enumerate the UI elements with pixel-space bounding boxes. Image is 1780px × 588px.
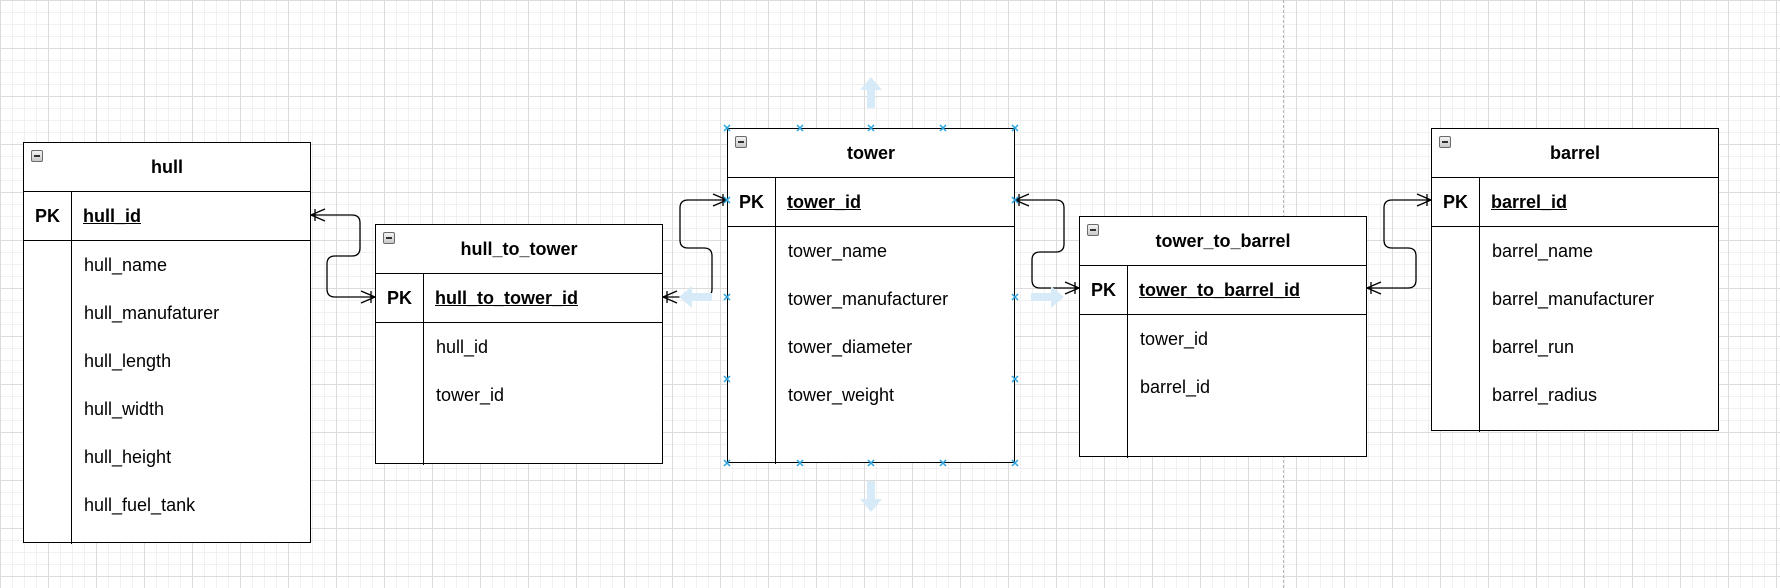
- pk-field-name: tower_id: [787, 191, 862, 212]
- crows-foot-marker: [662, 290, 678, 304]
- entity-tower-to-barrel[interactable]: tower_to_barrel PK tower_to_barrel_id to…: [1079, 216, 1367, 458]
- attribute-list: tower_id barrel_id: [1080, 315, 1366, 458]
- pk-field-name: hull_to_tower_id: [435, 287, 579, 308]
- pk-label: PK: [1080, 266, 1128, 314]
- pk-field-name: tower_to_barrel_id: [1139, 279, 1301, 300]
- entity-header[interactable]: hull: [24, 143, 310, 192]
- pk-label: PK: [1432, 178, 1480, 226]
- selection-handles: [723, 124, 1019, 467]
- attribute-row[interactable]: barrel_manufacturer: [1492, 289, 1655, 309]
- relationship-connector[interactable]: [311, 214, 375, 298]
- pk-field-name: hull_id: [83, 205, 141, 226]
- crows-foot-marker: [310, 208, 326, 222]
- primary-key-row[interactable]: PK hull_id: [24, 192, 310, 241]
- relationship-connector[interactable]: [1367, 199, 1431, 289]
- resize-handle[interactable]: [796, 459, 804, 467]
- resize-handle[interactable]: [939, 124, 947, 132]
- attribute-row[interactable]: barrel_run: [1492, 337, 1575, 357]
- connection-point[interactable]: [1011, 196, 1019, 204]
- hover-arrows: [679, 77, 1064, 512]
- attribute-row[interactable]: barrel_name: [1492, 241, 1594, 261]
- resize-handle[interactable]: [723, 459, 731, 467]
- attribute-row[interactable]: hull_name: [84, 255, 168, 275]
- crows-foot-marker: [1366, 281, 1382, 295]
- attribute-row[interactable]: tower_weight: [788, 385, 895, 405]
- connectors: [310, 193, 1432, 304]
- pk-field-name: barrel_id: [1491, 191, 1568, 212]
- primary-key-row[interactable]: PK hull_to_tower_id: [376, 274, 662, 323]
- resize-handle[interactable]: [939, 459, 947, 467]
- attribute-row[interactable]: hull_id: [436, 337, 489, 357]
- relationship-connector[interactable]: [663, 199, 727, 298]
- attribute-row[interactable]: tower_id: [1140, 329, 1209, 349]
- collapse-icon[interactable]: [735, 136, 747, 148]
- entity-title: tower_to_barrel: [1155, 230, 1291, 251]
- pk-label: PK: [376, 274, 424, 322]
- connection-point[interactable]: [723, 375, 731, 383]
- entity-title: hull: [151, 156, 183, 177]
- attribute-row[interactable]: tower_id: [436, 385, 505, 405]
- attribute-row[interactable]: hull_manufaturer: [84, 303, 220, 323]
- collapse-icon[interactable]: [1087, 224, 1099, 236]
- pk-label: PK: [728, 178, 776, 226]
- arrow-up-icon[interactable]: [860, 77, 882, 108]
- attribute-row[interactable]: tower_manufacturer: [788, 289, 949, 309]
- resize-handle[interactable]: [796, 124, 804, 132]
- collapse-icon[interactable]: [31, 150, 43, 162]
- connection-point[interactable]: [723, 196, 731, 204]
- collapse-icon[interactable]: [1439, 136, 1451, 148]
- entity-barrel[interactable]: barrel PK barrel_id barrel_name barrel_m…: [1431, 128, 1719, 432]
- entity-title: tower: [846, 142, 895, 163]
- attribute-list: hull_name hull_manufaturer hull_length h…: [24, 241, 310, 544]
- entity-hull[interactable]: hull PK hull_id hull_name hull_manufatur…: [23, 142, 311, 544]
- entity-hull-to-tower[interactable]: hull_to_tower PK hull_to_tower_id hull_i…: [375, 224, 663, 465]
- attribute-row[interactable]: hull_fuel_tank: [84, 495, 196, 515]
- entity-header[interactable]: tower: [728, 129, 1014, 178]
- entity-header[interactable]: barrel: [1432, 129, 1718, 178]
- resize-handle[interactable]: [1011, 124, 1019, 132]
- connection-point[interactable]: [1011, 375, 1019, 383]
- entity-title: barrel: [1549, 142, 1601, 163]
- attribute-row[interactable]: hull_length: [84, 351, 172, 371]
- resize-handle[interactable]: [1011, 459, 1019, 467]
- resize-handle[interactable]: [867, 459, 875, 467]
- attribute-list: barrel_name barrel_manufacturer barrel_r…: [1432, 227, 1718, 432]
- arrow-down-icon[interactable]: [860, 481, 882, 512]
- resize-handle[interactable]: [723, 124, 731, 132]
- entity-header[interactable]: tower_to_barrel: [1080, 217, 1366, 266]
- collapse-icon[interactable]: [383, 232, 395, 244]
- resize-handle[interactable]: [867, 124, 875, 132]
- crows-foot-marker: [1416, 193, 1432, 207]
- attribute-row[interactable]: hull_width: [84, 399, 165, 419]
- entity-title: hull_to_tower: [460, 238, 578, 259]
- crows-foot-marker: [1064, 281, 1080, 295]
- attribute-row[interactable]: barrel_id: [1140, 377, 1211, 397]
- attribute-row[interactable]: hull_height: [84, 447, 172, 467]
- connection-point[interactable]: [1011, 293, 1019, 301]
- relationship-connector[interactable]: [1015, 199, 1079, 289]
- attribute-row[interactable]: barrel_radius: [1492, 385, 1598, 405]
- entity-header[interactable]: hull_to_tower: [376, 225, 662, 274]
- primary-key-row[interactable]: PK barrel_id: [1432, 178, 1718, 227]
- attribute-list: tower_name tower_manufacturer tower_diam…: [728, 227, 1014, 464]
- primary-key-row[interactable]: PK tower_to_barrel_id: [1080, 266, 1366, 315]
- attribute-list: hull_id tower_id: [376, 323, 662, 465]
- attribute-row[interactable]: tower_name: [788, 241, 888, 261]
- arrow-right-icon[interactable]: [1031, 286, 1064, 308]
- connection-point[interactable]: [723, 293, 731, 301]
- primary-key-row[interactable]: PK tower_id: [728, 178, 1014, 227]
- crows-foot-marker: [712, 193, 728, 207]
- crows-foot-marker: [1014, 193, 1030, 207]
- attribute-row[interactable]: tower_diameter: [788, 337, 913, 357]
- arrow-left-icon[interactable]: [679, 286, 712, 308]
- crows-foot-marker: [360, 290, 376, 304]
- pk-label: PK: [24, 192, 72, 240]
